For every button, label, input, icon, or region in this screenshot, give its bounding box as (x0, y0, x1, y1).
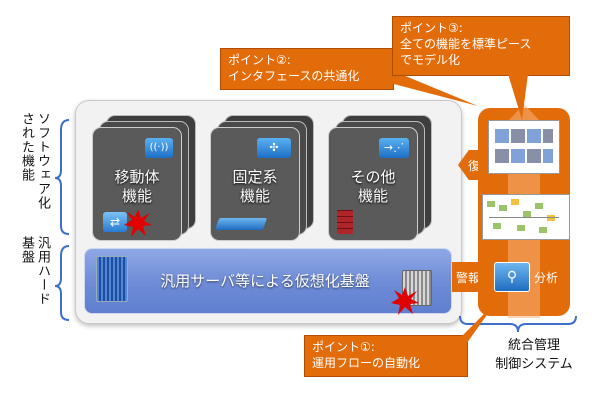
mobile-function-line2: 機能 (121, 187, 152, 205)
management-label-line1: 統合管理 (507, 338, 560, 353)
brace-lines (55, 119, 70, 321)
other-function-line2: 機能 (357, 187, 388, 205)
standard-pieces-panel (488, 120, 560, 174)
fixed-function-line1: 固定系 (232, 168, 278, 186)
infra-fault-burst-icon (391, 287, 419, 315)
analyzer-icon: ⚲ (494, 262, 530, 292)
failed-server-icon (402, 270, 432, 306)
fixed-function-line2: 機能 (239, 187, 270, 205)
point2-text: インタフェースの共通化 (228, 69, 360, 83)
mobile-function-line1: 移動体 (114, 168, 160, 186)
server-rack-icon (96, 256, 128, 302)
callout-point1: ポイント①: 運用フローの自動化 (304, 335, 468, 377)
fixed-router-icon: ✣ (257, 138, 291, 158)
point1-text: 運用フローの自動化 (312, 356, 421, 370)
callout-point2-pointer (386, 68, 478, 106)
callout-point1-pointer (462, 302, 496, 350)
function-card-fixed: ✣ 固定系 機能 (210, 115, 314, 241)
function-card-mobile: ((·)) 移動体 機能 ⇄ (92, 115, 196, 241)
management-system-label: 統合管理 制御システム (486, 336, 582, 374)
point1-title: ポイント①: (312, 340, 375, 354)
analysis-label: 分析 (534, 271, 559, 285)
management-bracket (459, 316, 577, 333)
software-functions-label: ソフトウェア化 された機能 (18, 112, 50, 210)
hardware-label-line2: 基盤 (19, 236, 34, 264)
point2-title: ポイント②: (228, 53, 291, 67)
point3-title: ポイント③: (400, 21, 463, 35)
management-label-line2: 制御システム (495, 357, 573, 372)
virtualization-infra-bar (84, 248, 452, 314)
other-function-line1: その他 (350, 168, 396, 186)
alarm-label: 警報 (456, 271, 481, 285)
gateway-icon: →⋰ (379, 138, 409, 158)
hardware-infra-label: 汎用ハード 基盤 (18, 236, 50, 306)
firewall-icon (337, 210, 353, 234)
mobile-node-icon: ((·)) (145, 138, 173, 158)
server-blade-icon (214, 218, 268, 230)
software-label-line2: された機能 (19, 112, 34, 182)
fault-burst-icon (124, 209, 152, 237)
callout-point3: ポイント③: 全ての機能を標準ピース でモデル化 (392, 16, 570, 76)
callout-point2: ポイント②: インタフェースの共通化 (220, 48, 394, 90)
callout-point3-pointer (508, 74, 528, 120)
function-card-other: →⋰ その他 機能 (328, 115, 432, 241)
infra-label: 汎用サーバ等による仮想化基盤 (160, 272, 370, 290)
switch-icon: ⇄ (103, 212, 127, 232)
hardware-label-line1: 汎用ハード (35, 236, 50, 306)
point3-text1: 全ての機能を標準ピース (400, 37, 532, 51)
workflow-diagram (482, 194, 570, 240)
software-label-line1: ソフトウェア化 (35, 112, 50, 210)
point3-text2: でモデル化 (400, 53, 461, 67)
